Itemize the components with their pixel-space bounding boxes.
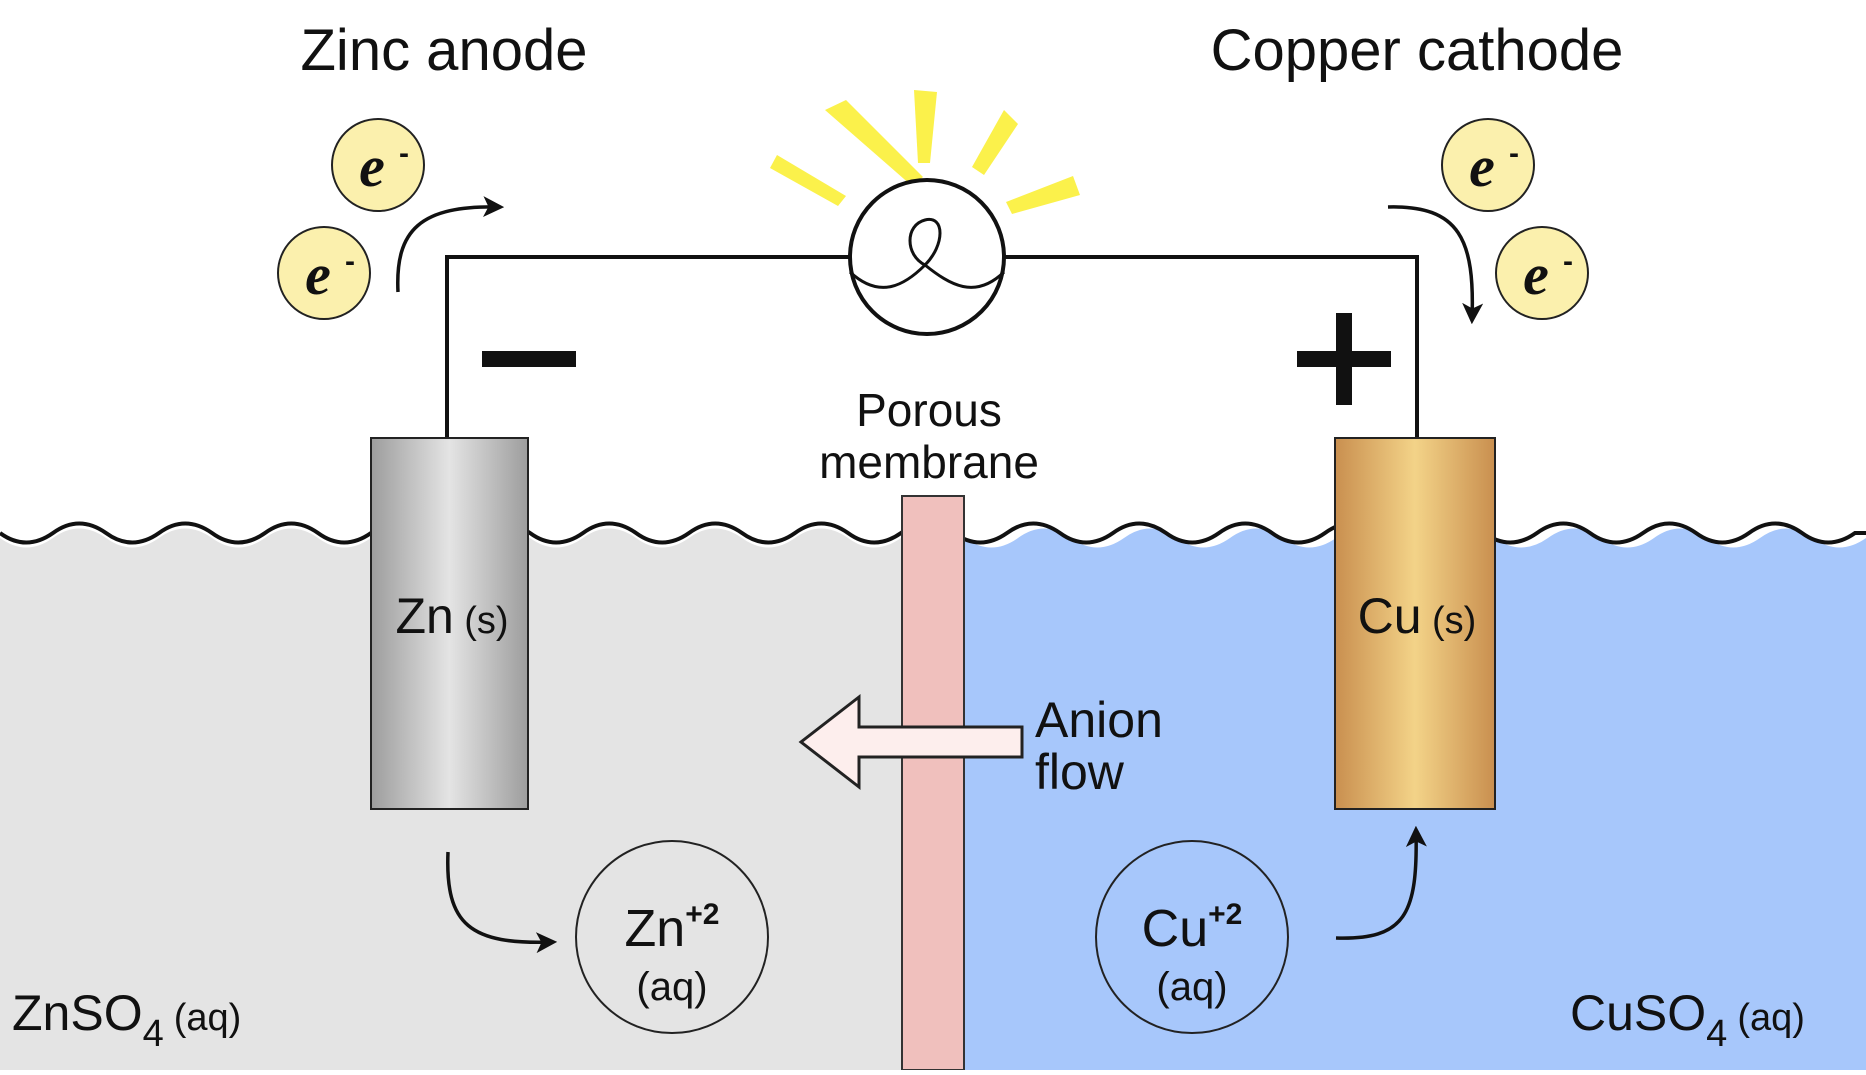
electron-1: e -	[331, 118, 425, 212]
anode-electron-arrow	[396, 196, 505, 293]
copper-ion-arrow	[1335, 825, 1427, 940]
zinc-electrode-label: Zn (s)	[395, 588, 508, 644]
anion-flow-arrow	[798, 693, 1024, 791]
zinc-ion: Zn+2 (aq)	[575, 840, 769, 1034]
cathode-plus-sign	[1297, 313, 1391, 405]
membrane-label-line1: Porous	[856, 384, 1002, 436]
anode-minus-sign	[482, 351, 576, 367]
copper-ion: Cu+2 (aq)	[1095, 840, 1289, 1034]
anion-label-line2: flow	[1035, 744, 1125, 800]
svg-text:e: e	[359, 134, 385, 199]
copper-electrode-label: Cu (s)	[1358, 588, 1477, 644]
cathode-electron-arrow	[1387, 205, 1484, 325]
zinc-ion-arrow	[446, 851, 558, 954]
svg-text:(aq): (aq)	[1156, 965, 1227, 1009]
porous-membrane	[901, 495, 965, 1071]
zinc-electrode	[370, 437, 529, 810]
svg-text:Cu+2: Cu+2	[1142, 898, 1243, 958]
electron-4: e -	[1495, 226, 1589, 320]
svg-text:e: e	[1469, 134, 1495, 199]
anode-title: Zinc anode	[301, 18, 588, 83]
electron-2: e -	[277, 226, 371, 320]
light-bulb-icon	[770, 90, 1080, 336]
copper-electrode	[1334, 437, 1496, 810]
svg-text:e: e	[1523, 242, 1549, 307]
svg-text:-: -	[399, 137, 409, 170]
svg-text:-: -	[1563, 245, 1573, 278]
copper-solution-label: CuSO4(aq)	[1570, 985, 1805, 1055]
cathode-title: Copper cathode	[1211, 18, 1624, 83]
svg-text:(aq): (aq)	[636, 965, 707, 1009]
zinc-solution-label: ZnSO4(aq)	[12, 985, 241, 1055]
external-wire	[445, 255, 1419, 438]
electron-3: e -	[1441, 118, 1535, 212]
svg-text:Zn+2: Zn+2	[625, 898, 720, 958]
svg-text:-: -	[345, 245, 355, 278]
svg-text:e: e	[305, 242, 331, 307]
svg-text:-: -	[1509, 137, 1519, 170]
anion-label-line1: Anion	[1035, 692, 1163, 748]
membrane-label-line2: membrane	[819, 436, 1039, 488]
